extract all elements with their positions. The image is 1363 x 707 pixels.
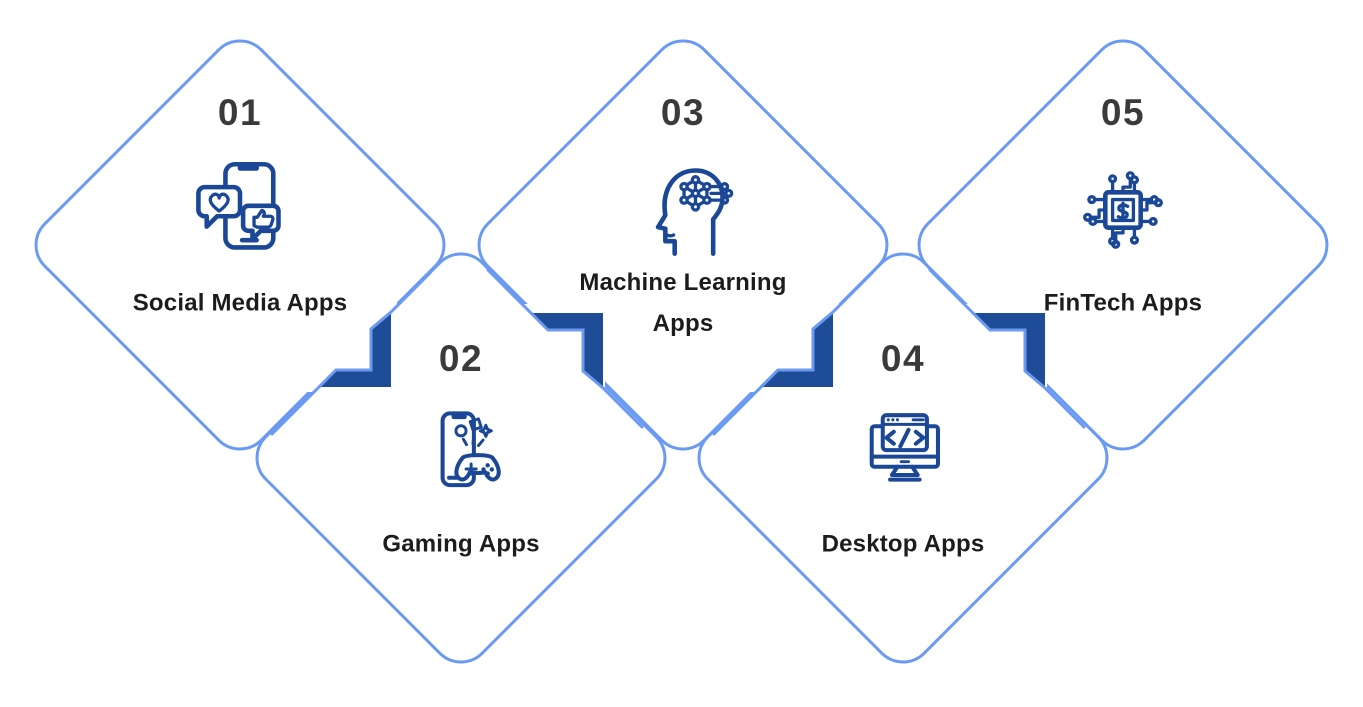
fold-border-4 bbox=[928, 268, 1086, 429]
step-label-5: FinTech Apps bbox=[1043, 289, 1203, 317]
machine-learning-icon bbox=[631, 158, 735, 262]
fold-border-3 bbox=[712, 271, 874, 436]
fintech-icon bbox=[1071, 158, 1175, 262]
step-number-3: 03 bbox=[660, 92, 706, 133]
desktop-icon bbox=[857, 406, 949, 498]
step-number-2: 02 bbox=[438, 338, 484, 379]
step-number-1: 01 bbox=[217, 92, 263, 133]
step-label-2: Gaming Apps bbox=[382, 530, 540, 558]
step-number-4: 04 bbox=[880, 338, 926, 379]
fold-connector-3 bbox=[760, 313, 833, 387]
fold-border-1 bbox=[270, 271, 432, 436]
fold-connector-4 bbox=[972, 313, 1045, 387]
gaming-icon bbox=[415, 406, 507, 498]
social-media-icon bbox=[188, 158, 292, 262]
fold-connector-2 bbox=[530, 313, 603, 387]
fold-border-2 bbox=[486, 268, 644, 429]
step-number-5: 05 bbox=[1100, 92, 1146, 133]
step-label-3: Machine Learning Apps bbox=[579, 269, 787, 337]
step-label-4: Desktop Apps bbox=[821, 530, 985, 558]
fold-connector-1 bbox=[318, 313, 391, 387]
step-label-1: Social Media Apps bbox=[132, 289, 348, 317]
